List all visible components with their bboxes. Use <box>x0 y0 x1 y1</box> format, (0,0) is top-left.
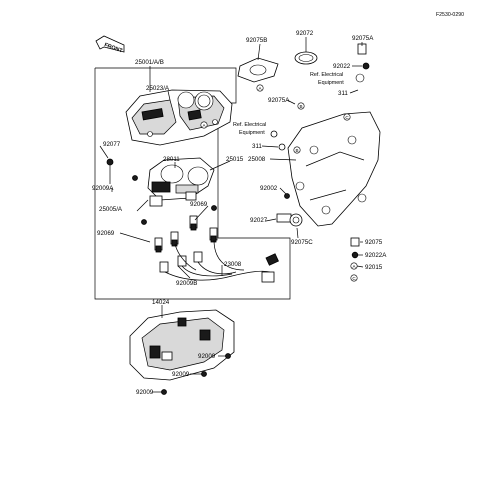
label-92027: 92027 <box>250 217 268 224</box>
ref-top-line1: Ref. Electrical <box>310 72 343 78</box>
grommet-top <box>237 57 279 83</box>
svg-text:B: B <box>299 104 302 109</box>
circlip <box>294 51 318 65</box>
meter-housing <box>125 89 233 146</box>
label-311-top: 311 <box>338 90 348 97</box>
ref-mid-line2: Equipment <box>239 130 265 136</box>
label-92015: 92015 <box>365 264 383 271</box>
wiring-harness <box>164 239 279 283</box>
label-25001: 25001/A/B <box>135 59 164 66</box>
marker-b-1: B <box>297 102 305 110</box>
label-92075A-mid: 92075A <box>268 97 290 104</box>
label-25023: 25023/A <box>146 85 170 92</box>
label-92009-b: 92009 <box>172 371 190 378</box>
marker-c-2: C <box>350 274 358 282</box>
label-92075C: 92075C <box>291 239 313 246</box>
svg-text:A: A <box>352 264 356 269</box>
right-hardware <box>270 130 360 259</box>
leader-lines <box>99 37 364 393</box>
label-92022: 92022 <box>333 63 351 70</box>
meter-bracket <box>287 111 381 227</box>
svg-text:B: B <box>295 148 298 153</box>
bulb-sockets <box>154 215 218 273</box>
label-23008: 23008 <box>224 261 242 268</box>
label-92069-right: 92069 <box>190 201 208 208</box>
label-92009A: 92009A <box>92 185 114 192</box>
label-92075B: 92075B <box>246 37 267 44</box>
svg-text:C: C <box>352 276 356 281</box>
label-92002: 92002 <box>260 185 278 192</box>
label-92075A-top: 92075A <box>352 35 374 42</box>
diagram-code: F2530-0290 <box>436 12 464 18</box>
marker-a-3: A <box>350 262 358 270</box>
label-92009-c: 92009 <box>136 389 154 396</box>
label-92072: 92072 <box>296 30 314 37</box>
assembly-outline <box>94 67 291 300</box>
label-311-mid: 311 <box>252 143 262 150</box>
label-25008: 25008 <box>248 156 266 163</box>
screws <box>106 158 231 395</box>
label-92077: 92077 <box>103 141 121 148</box>
label-25015: 25015 <box>226 156 244 163</box>
small-bushings <box>355 43 370 83</box>
marker-b-2: B <box>293 146 301 154</box>
label-25005: 25005/A <box>99 206 123 213</box>
label-28011: 28011 <box>163 156 180 163</box>
svg-text:A: A <box>258 86 262 91</box>
ref-mid-line1: Ref. Electrical <box>233 122 266 128</box>
front-arrow-icon: FRONT <box>95 35 125 55</box>
svg-text:A: A <box>202 123 206 128</box>
gauge-assembly <box>147 157 215 207</box>
label-14024: 14024 <box>152 299 170 306</box>
marker-a-1: A <box>256 84 264 92</box>
svg-text:C: C <box>345 115 349 120</box>
label-92069-left: 92069 <box>97 230 115 237</box>
label-92009-a: 92009 <box>198 353 216 360</box>
label-92022A: 92022A <box>365 252 387 259</box>
marker-c-1: C <box>343 113 351 121</box>
label-92075: 92075 <box>365 239 383 246</box>
marker-a-2: A <box>200 121 208 129</box>
lower-cover <box>129 309 235 381</box>
label-92009B: 92009B <box>176 280 197 287</box>
ref-top-line2: Equipment <box>318 80 344 86</box>
